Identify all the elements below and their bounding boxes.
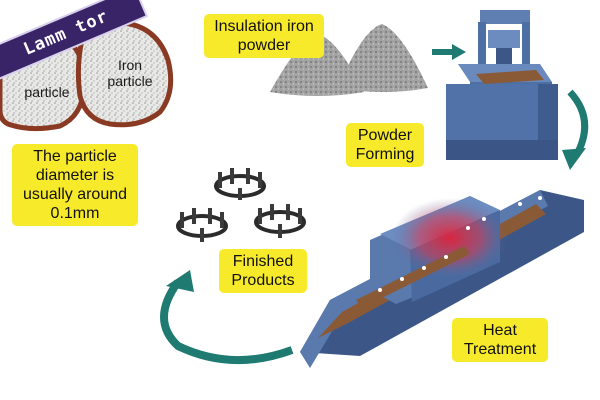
heat-treatment-furnace — [300, 190, 584, 368]
particle-diameter-line-1: The particle — [33, 148, 117, 165]
powder-pile-left — [270, 34, 364, 96]
gear-part-top — [214, 168, 266, 200]
heat-treatment-line-2: Treatment — [463, 341, 537, 358]
particle-caption: particle — [12, 84, 82, 100]
finished-products-label: Finished Products — [219, 249, 307, 293]
iron-particle-line-1: Iron — [117, 57, 143, 73]
finished-products-line-2: Products — [231, 272, 295, 289]
arrow-press-to-furnace-head — [562, 148, 586, 170]
iron-particle-line-2: particle — [107, 73, 153, 89]
arrow-powder-to-press-head — [452, 44, 466, 60]
arrow-furnace-to-products-head — [166, 270, 194, 292]
insulation-powder-label: Insulation iron powder — [204, 14, 324, 58]
particle-diameter-label: The particle diameter is usually around … — [12, 144, 138, 226]
iron-particle-caption: Iron particle — [95, 57, 165, 89]
particle-diameter-line-4: 0.1mm — [50, 205, 100, 222]
powder-pile-right — [338, 24, 428, 92]
powder-forming-label: Powder Forming — [346, 123, 424, 167]
gear-part-left — [176, 208, 228, 242]
particle-diameter-line-3: usually around — [22, 186, 128, 203]
finished-parts — [176, 168, 306, 242]
arrow-press-to-furnace — [567, 89, 589, 158]
insulation-powder-line-2: powder — [237, 37, 291, 54]
heat-treatment-label: Heat Treatment — [452, 318, 548, 362]
insulation-powder-line-1: Insulation iron — [214, 18, 314, 35]
gear-part-right — [254, 204, 306, 238]
heat-treatment-line-1: Heat — [483, 322, 517, 339]
press-machine — [446, 10, 558, 160]
granule-right — [75, 20, 174, 128]
finished-products-line-1: Finished — [232, 253, 294, 270]
particle-diameter-line-2: diameter is — [35, 167, 115, 184]
arrow-furnace-to-products — [160, 279, 294, 365]
powder-forming-line-2: Forming — [355, 146, 415, 163]
particle-line-1: particle — [24, 84, 70, 100]
powder-forming-line-1: Powder — [357, 127, 413, 144]
iron-powder-piles — [270, 24, 428, 96]
